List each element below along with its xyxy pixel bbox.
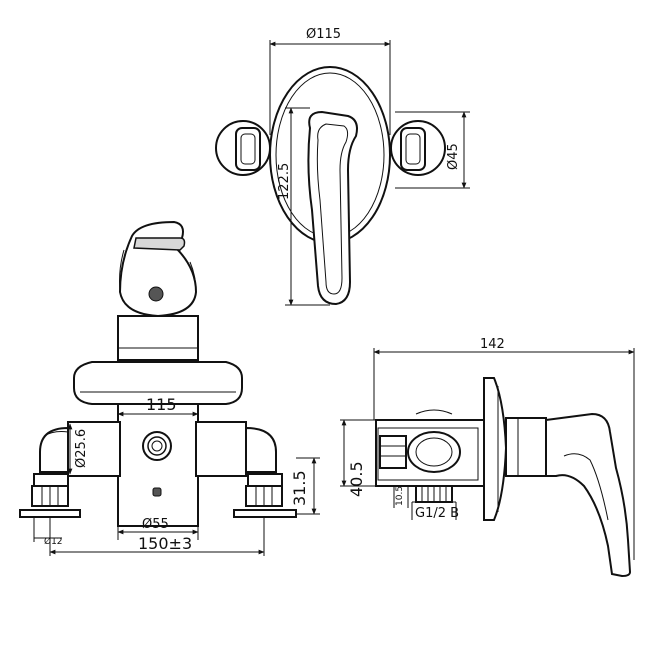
thread-label: G1/2 B [415, 506, 459, 521]
side-view: 142 40.5 10.5 [340, 337, 635, 578]
side-plate [483, 377, 508, 521]
right-ring [390, 120, 446, 176]
dim-inlet-diameter: Ø25.6 [74, 429, 89, 468]
dim-centers: 150±3 [138, 534, 192, 553]
dim-side-height: 40.5 [347, 461, 366, 497]
handle-top [118, 220, 198, 318]
side-handle [545, 412, 632, 578]
left-nut [19, 473, 81, 518]
dim-body-width: 115 [146, 395, 177, 414]
valve-body [117, 403, 199, 527]
left-ring [215, 120, 271, 176]
dim-height: 31.5 [290, 470, 309, 506]
lever-handle [307, 110, 358, 306]
top-plan-view: 115 Ø25.6 Ø55 150±3 Ø12 31.5 [19, 220, 320, 556]
dim-overall-length: 142 [480, 337, 505, 352]
dim-plate-diameter: Ø115 [306, 27, 341, 42]
dim-handle-height: 122.5 [277, 163, 292, 200]
center-fitting [142, 431, 172, 461]
plate-profile [73, 361, 243, 405]
front-view: Ø115 Ø45 122.5 [215, 27, 470, 306]
dim-side-small: 10.5 [395, 486, 405, 506]
right-nut [233, 473, 297, 518]
dim-outlet-diameter: Ø55 [142, 517, 169, 532]
dim-handle-diameter: Ø45 [446, 143, 461, 170]
dim-small: Ø12 [44, 536, 63, 547]
